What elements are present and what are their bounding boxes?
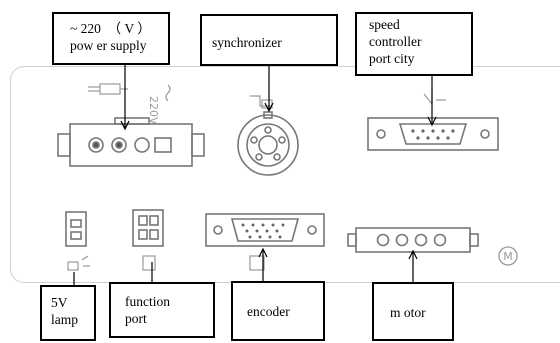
leader-lines: [73, 64, 437, 287]
encoder-connector: [205, 213, 325, 247]
function-connector: [132, 209, 164, 247]
speed-controller-label: speed controller port city: [355, 12, 473, 76]
arrow-motor: [408, 249, 418, 260]
power-connector: [57, 117, 205, 167]
motor-symbol: M: [503, 250, 513, 263]
motor-circle-icon: [498, 246, 518, 266]
speed-label-line1: speed: [369, 17, 400, 32]
speed-label-line3: port city: [369, 51, 415, 66]
power-label-line1: ~ 220 （ V ）: [70, 21, 151, 36]
lamp-label-line1: 5V: [51, 295, 68, 310]
function-plug-icon: [142, 255, 156, 271]
arrow-sync: [264, 102, 274, 113]
encoder-label-text: encoder: [247, 304, 290, 319]
lamp-label: 5V lamp: [40, 285, 96, 341]
motor-connector: [347, 227, 479, 253]
synchronizer-label: synchronizer: [200, 14, 338, 66]
lamp-label-line2: lamp: [51, 312, 78, 327]
function-label-line1: function: [125, 294, 170, 309]
function-label-line2: port: [125, 311, 147, 326]
synchronizer-connector: [237, 111, 299, 176]
arrow-speed: [427, 116, 437, 127]
power-plug-icon: [88, 83, 128, 95]
speed-label-line2: controller: [369, 34, 422, 49]
motor-label-text: m otor: [390, 305, 426, 320]
encoder-plug-icon: [249, 255, 265, 271]
synchronizer-label-text: synchronizer: [212, 35, 282, 50]
speed-plug-icon: [423, 92, 446, 106]
function-port-label: function port: [109, 282, 215, 338]
encoder-label: encoder: [231, 281, 325, 341]
power-supply-label: ~ 220 （ V ） pow er supply: [52, 12, 170, 65]
arrow-encoder: [258, 247, 268, 258]
lamp-icon: [67, 255, 90, 271]
power-label-line2: pow er supply: [70, 38, 147, 53]
speed-controller-connector: [367, 117, 499, 151]
power-side-text: 220V: [147, 96, 160, 125]
arrow-power: [120, 120, 130, 131]
motor-label: m otor: [372, 282, 454, 341]
lamp-connector: [65, 211, 87, 247]
